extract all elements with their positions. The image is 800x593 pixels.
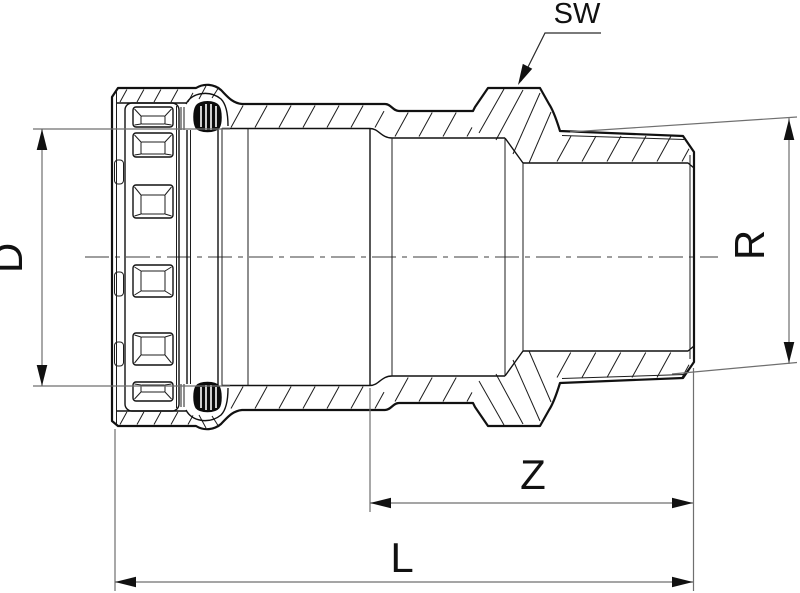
sw-callout: SW bbox=[520, 0, 601, 82]
o-ring-top bbox=[193, 101, 222, 133]
sleeve-windows bbox=[132, 106, 174, 402]
dimension-r: R bbox=[569, 116, 798, 375]
dimension-label-d: D bbox=[0, 243, 31, 273]
dimension-label-r: R bbox=[726, 230, 773, 260]
internal-bore-lines bbox=[180, 92, 695, 422]
dimension-label-sw: SW bbox=[554, 0, 601, 30]
o-ring-bottom bbox=[193, 381, 222, 413]
dimension-z: Z bbox=[369, 368, 695, 591]
dimension-d: D bbox=[0, 128, 230, 387]
dimension-label-z: Z bbox=[520, 451, 546, 498]
dimension-arrowheads bbox=[36, 63, 795, 588]
dimension-l: L bbox=[114, 429, 693, 591]
fitting-outline bbox=[110, 83, 696, 431]
section-hatching bbox=[119, 85, 690, 429]
dimension-label-l: L bbox=[390, 534, 413, 581]
sleeve-edge-tabs bbox=[114, 159, 124, 367]
press-sleeve bbox=[114, 90, 186, 424]
